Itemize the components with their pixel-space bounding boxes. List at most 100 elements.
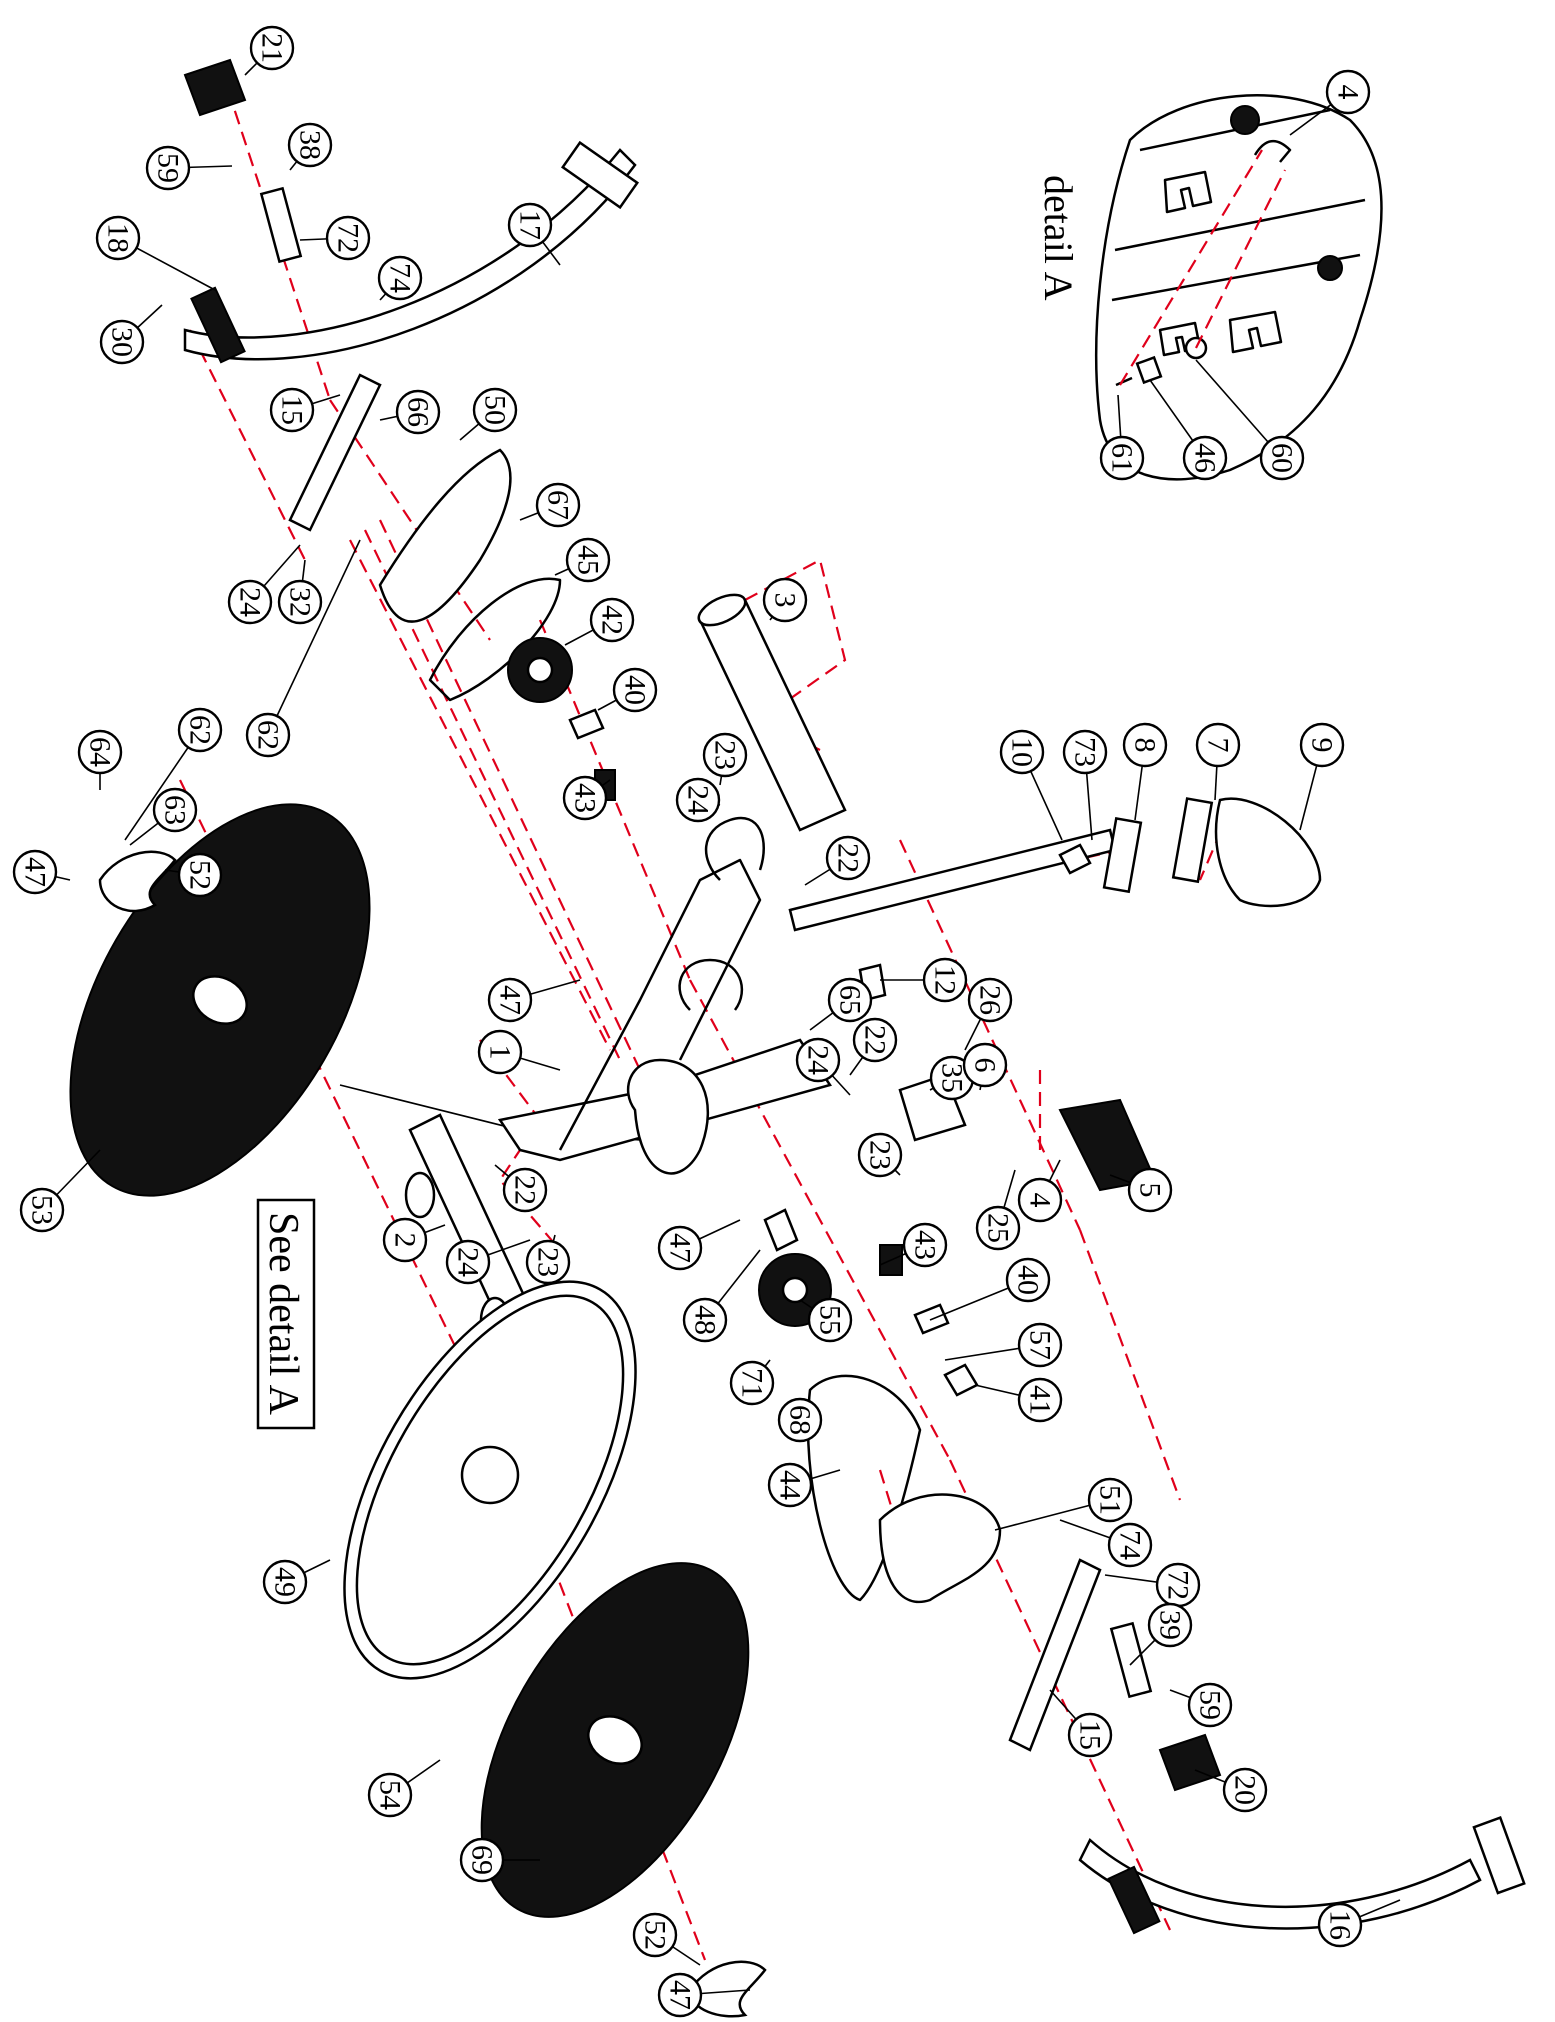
part-callout-32: 32	[277, 559, 323, 625]
part-callout-24: 24	[445, 1239, 531, 1285]
callout-circle	[1099, 435, 1145, 481]
callout-number: 38	[294, 130, 327, 160]
callout-number: 44	[774, 1470, 807, 1500]
callout-number: 24	[234, 587, 267, 617]
callout-circle	[477, 1029, 523, 1075]
part-callout-24: 24	[795, 1037, 851, 1096]
callout-circle	[975, 1205, 1021, 1251]
part-callout-25: 25	[975, 1169, 1021, 1251]
callout-leader-line	[267, 539, 361, 736]
callout-circle	[177, 707, 223, 753]
part-callout-2: 2	[382, 1217, 446, 1263]
callout-number: 41	[1024, 1385, 1057, 1415]
part-callout-47: 47	[12, 849, 71, 895]
callout-number: 32	[284, 587, 317, 617]
callout-number: 52	[639, 1920, 672, 1950]
part-callout-65: 65	[809, 977, 873, 1031]
part-callout-42: 42	[564, 597, 635, 646]
callout-circle	[1122, 722, 1168, 768]
callout-number: 9	[1306, 738, 1339, 753]
part-callout-57: 57	[944, 1322, 1063, 1368]
callout-circle	[1182, 435, 1228, 481]
crank-shaft-assembly	[763, 1208, 799, 1252]
callout-circle	[657, 1225, 703, 1271]
handlebar-tip	[560, 140, 640, 210]
part-callout-24: 24	[675, 777, 721, 823]
detail-a-bracket-icon	[1135, 355, 1163, 385]
detail-a-pin-icon	[1253, 140, 1292, 163]
callout-circle	[777, 1397, 823, 1443]
callout-number: 12	[929, 965, 962, 995]
upper-handlebar-arm	[183, 148, 637, 361]
callout-circle	[487, 977, 533, 1023]
part-callout-30: 30	[99, 304, 163, 365]
callout-number: 46	[1189, 443, 1222, 473]
detail-a-inset: detail A	[1036, 94, 1383, 481]
callout-number: 48	[689, 1305, 722, 1335]
callout-circle	[657, 1972, 703, 2018]
part-callout-45: 45	[554, 537, 611, 583]
callout-circle	[807, 1297, 853, 1343]
callout-number: 7	[1202, 738, 1235, 753]
part-callout-26: 26	[964, 977, 1013, 1051]
callout-circle	[729, 1360, 775, 1406]
callout-number: 68	[784, 1405, 817, 1435]
callout-number: 55	[814, 1305, 847, 1335]
part-callout-43: 43	[879, 1222, 948, 1268]
callout-circle	[999, 729, 1045, 775]
callout-number: 49	[269, 1567, 302, 1597]
callout-number: 60	[1266, 443, 1299, 473]
see-detail-a-callout: See detail A	[256, 1084, 641, 1430]
callout-number: 62	[184, 715, 217, 745]
part-callout-22: 22	[849, 1017, 898, 1076]
callout-number: 15	[276, 395, 309, 425]
part-callout-4: 4	[1017, 1159, 1063, 1223]
callout-circle	[19, 1187, 65, 1233]
detail-a-outline	[1095, 94, 1383, 481]
part-callout-61: 61	[1099, 394, 1145, 481]
callout-circle	[827, 977, 873, 1023]
part-callout-71: 71	[729, 1359, 775, 1406]
callout-circle	[269, 387, 315, 433]
callout-number: 23	[864, 1140, 897, 1170]
callout-number: 59	[152, 153, 185, 183]
belt-cover-outer	[378, 448, 512, 623]
bearing-housing-upper	[568, 708, 605, 740]
part-callout-22: 22	[804, 835, 871, 886]
callout-circle	[95, 215, 141, 261]
pedal-right-icon	[1158, 1733, 1222, 1792]
part-callout-40: 40	[597, 667, 658, 713]
callout-circle	[177, 852, 223, 898]
rear-stabilizer-tube	[698, 598, 847, 832]
callout-number: 69	[466, 1845, 499, 1875]
part-callout-46: 46	[1149, 379, 1228, 481]
callout-circle	[1195, 722, 1241, 768]
handlebar-tip-lower	[1472, 1816, 1526, 1895]
callout-circle	[507, 202, 553, 248]
callout-circle	[962, 1042, 1008, 1088]
callout-number: 16	[1324, 1910, 1357, 1940]
drive-belt-small	[428, 577, 562, 702]
lower-handlebar-arm	[1078, 1837, 1482, 1930]
callout-number: 59	[1194, 1690, 1227, 1720]
callout-number: 47	[664, 1980, 697, 2010]
callout-circle	[77, 729, 123, 775]
callout-number: 5	[1134, 1183, 1167, 1198]
callout-number: 71	[736, 1368, 769, 1398]
callout-number: 20	[1229, 1775, 1262, 1805]
callout-number: 15	[1074, 1720, 1107, 1750]
part-callout-7: 7	[1195, 722, 1241, 801]
frame-plate	[626, 1058, 710, 1175]
callout-number: 40	[619, 675, 652, 705]
part-callout-62: 62	[124, 707, 223, 841]
detail-a-title: detail A	[1036, 175, 1081, 301]
callout-number: 21	[256, 33, 289, 63]
callout-number: 25	[982, 1213, 1015, 1243]
callout-number: 67	[542, 490, 575, 520]
callout-number: 2	[389, 1233, 422, 1248]
callout-number: 17	[514, 210, 547, 240]
callout-number: 61	[1106, 443, 1139, 473]
part-callout-47: 47	[657, 1972, 751, 2018]
callout-number: 23	[709, 740, 742, 770]
